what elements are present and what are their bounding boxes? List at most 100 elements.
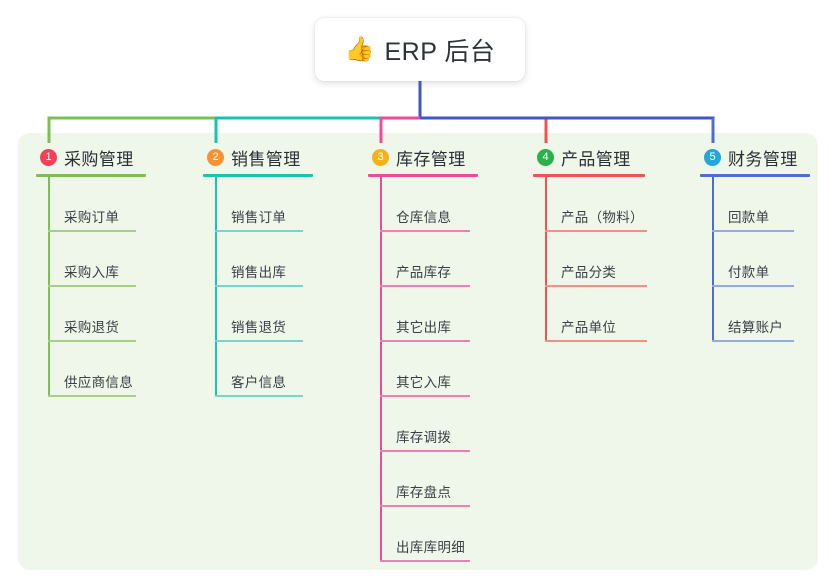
branch-item-underline — [215, 285, 303, 287]
branch-items: 仓库信息产品库存其它出库其它入库库存调拨库存盘点出库库明细 — [368, 177, 478, 562]
branch-item-label: 销售出库 — [231, 265, 287, 280]
branch-item-underline — [380, 230, 470, 232]
branch-item-underline — [215, 340, 303, 342]
branch-item-label: 回款单 — [728, 210, 770, 225]
branch-item[interactable]: 出库库明细 — [368, 507, 478, 562]
branch-underline — [203, 174, 313, 177]
branch-item[interactable]: 回款单 — [700, 177, 810, 232]
branch-item-label: 其它出库 — [396, 320, 452, 335]
branch-spine — [380, 177, 382, 562]
branch-item-underline — [545, 285, 647, 287]
branch-item-label: 产品分类 — [561, 265, 617, 280]
branch-item[interactable]: 其它入库 — [368, 342, 478, 397]
branch-item-underline — [545, 230, 647, 232]
branch-item-underline — [380, 285, 470, 287]
branch-item[interactable]: 采购订单 — [36, 177, 146, 232]
branch-item-label: 采购订单 — [64, 210, 120, 225]
root-node-label: ERP 后台 — [384, 37, 496, 66]
branch-item[interactable]: 结算账户 — [700, 287, 810, 342]
branch-item-underline — [380, 560, 470, 562]
branch-item-underline — [712, 340, 794, 342]
branch-item[interactable]: 仓库信息 — [368, 177, 478, 232]
branch-item-label: 产品（物料） — [561, 210, 644, 225]
branch-header-2[interactable]: 2 销售管理 — [203, 146, 313, 169]
branch-item-underline — [380, 395, 470, 397]
branch-item-label: 库存盘点 — [396, 485, 452, 500]
branch-number-badge: 3 — [372, 148, 389, 166]
branch-item[interactable]: 其它出库 — [368, 287, 478, 342]
branch-item[interactable]: 供应商信息 — [36, 342, 146, 397]
branch-item-underline — [215, 230, 303, 232]
branch-item-label: 结算账户 — [728, 320, 784, 335]
branch-spine — [545, 177, 547, 342]
branch-item-underline — [545, 340, 647, 342]
branch-spine — [215, 177, 217, 397]
branch-item[interactable]: 销售退货 — [203, 287, 313, 342]
branch-item-label: 仓库信息 — [396, 210, 452, 225]
branch-column-2: 2 销售管理销售订单销售出库销售退货客户信息 — [203, 146, 313, 397]
branch-item[interactable]: 客户信息 — [203, 342, 313, 397]
branch-number-badge: 5 — [704, 148, 721, 166]
branch-spine — [48, 177, 50, 397]
branch-item[interactable]: 产品分类 — [533, 232, 647, 287]
branch-items: 销售订单销售出库销售退货客户信息 — [203, 177, 313, 397]
branch-panel — [18, 133, 818, 570]
branch-underline — [533, 174, 645, 177]
branch-item-underline — [48, 340, 136, 342]
branch-item-label: 销售退货 — [231, 320, 287, 335]
branch-header-3[interactable]: 3 库存管理 — [368, 146, 478, 169]
branch-underline — [700, 174, 810, 177]
branch-item-underline — [380, 340, 470, 342]
branch-item-label: 采购退货 — [64, 320, 120, 335]
branch-column-3: 3 库存管理仓库信息产品库存其它出库其它入库库存调拨库存盘点出库库明细 — [368, 146, 478, 562]
branch-item[interactable]: 库存调拨 — [368, 397, 478, 452]
branch-item[interactable]: 库存盘点 — [368, 452, 478, 507]
branch-title: 产品管理 — [561, 149, 631, 169]
branch-item-label: 其它入库 — [396, 375, 452, 390]
branch-item-label: 库存调拨 — [396, 430, 452, 445]
branch-item-underline — [712, 285, 794, 287]
branch-item-label: 出库库明细 — [396, 540, 465, 555]
branch-item[interactable]: 销售订单 — [203, 177, 313, 232]
branch-item[interactable]: 产品单位 — [533, 287, 647, 342]
branch-item-underline — [48, 230, 136, 232]
branch-item-label: 销售订单 — [231, 210, 287, 225]
branch-item-underline — [712, 230, 794, 232]
branch-item[interactable]: 采购退货 — [36, 287, 146, 342]
branch-underline — [36, 174, 146, 177]
branch-item-underline — [48, 285, 136, 287]
branch-item[interactable]: 采购入库 — [36, 232, 146, 287]
branch-item-underline — [215, 395, 303, 397]
branch-number-badge: 2 — [207, 148, 224, 166]
branch-item-label: 采购入库 — [64, 265, 120, 280]
root-node[interactable]: 👍 ERP 后台 — [315, 18, 525, 81]
branch-header-1[interactable]: 1 采购管理 — [36, 146, 146, 169]
branch-item[interactable]: 销售出库 — [203, 232, 313, 287]
branch-item-label: 付款单 — [728, 265, 770, 280]
branch-item[interactable]: 产品（物料） — [533, 177, 647, 232]
branch-item-underline — [380, 505, 470, 507]
branch-items: 采购订单采购入库采购退货供应商信息 — [36, 177, 146, 397]
branch-item-label: 产品库存 — [396, 265, 452, 280]
branch-item-underline — [380, 450, 470, 452]
branch-title: 采购管理 — [64, 149, 134, 169]
branch-column-1: 1 采购管理采购订单采购入库采购退货供应商信息 — [36, 146, 146, 397]
branch-item-label: 供应商信息 — [64, 375, 133, 390]
branch-items: 产品（物料） 产品分类产品单位 — [533, 177, 647, 342]
branch-number-badge: 1 — [40, 148, 57, 166]
branch-title: 销售管理 — [231, 149, 301, 169]
branch-item-label: 产品单位 — [561, 320, 617, 335]
branch-underline — [368, 174, 478, 177]
branch-item[interactable]: 付款单 — [700, 232, 810, 287]
branch-spine — [712, 177, 714, 342]
branch-item-label: 客户信息 — [231, 375, 287, 390]
branch-item[interactable]: 产品库存 — [368, 232, 478, 287]
branch-item-underline — [48, 395, 136, 397]
branch-title: 库存管理 — [396, 149, 466, 169]
branch-items: 回款单付款单结算账户 — [700, 177, 810, 342]
